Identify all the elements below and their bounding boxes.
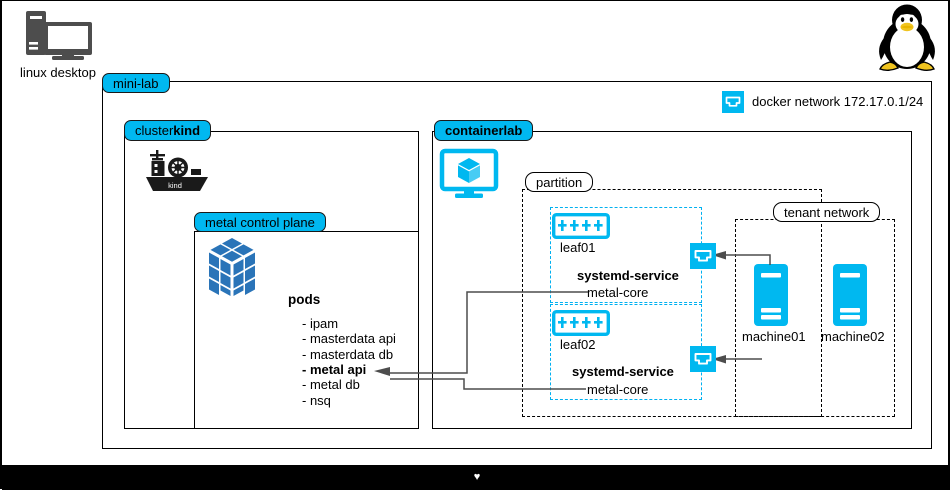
leaf01-service-name: metal-core [587, 285, 649, 300]
list-item: - ipam [302, 316, 339, 331]
machine02-label: machine02 [821, 329, 885, 344]
tux-penguin-icon [879, 4, 935, 71]
status-glyph: ♥ [473, 471, 481, 483]
desktop-computer-icon [26, 11, 92, 60]
metal-control-plane-label: metal control plane [194, 212, 326, 232]
leaf02-network-port-icon [690, 346, 716, 372]
network-port-icon [722, 91, 744, 113]
cluster-kind-label: cluster kind [124, 120, 212, 141]
cluster-kind-label-prefix: cluster [135, 123, 174, 138]
leaf02-service-title: systemd-service [572, 364, 674, 379]
list-item: - masterdata api [302, 331, 396, 347]
bottom-status-bar: ♥ [2, 465, 950, 490]
linux-desktop-group: linux desktop [16, 9, 100, 80]
linux-desktop-label: linux desktop [20, 65, 96, 80]
tenant-network-label: tenant network [773, 202, 881, 222]
tenant-network-label-text: tenant network [784, 204, 870, 220]
kubernetes-cube-icon [209, 238, 255, 296]
svg-text:kind: kind [168, 181, 182, 190]
list-item: - metal db [302, 377, 360, 393]
containerlab-box [432, 131, 912, 429]
metal-control-plane-label-text: metal control plane [205, 214, 315, 230]
list-item-metal-api: - metal api [302, 361, 367, 377]
leaf01-service-title: systemd-service [577, 268, 679, 283]
mini-lab-label: mini-lab [102, 73, 170, 93]
leaf-switch-icon [552, 310, 610, 337]
machine01-label: machine01 [742, 329, 806, 344]
partition-label: partition [525, 172, 594, 192]
leaf02-service-name: metal-core [587, 382, 649, 397]
mini-lab-box [102, 81, 932, 449]
leaf01-network-port-icon [690, 243, 716, 269]
pods-title: pods [288, 292, 321, 307]
leaf-switch-icon [552, 213, 610, 240]
server-machine-icon [833, 264, 867, 326]
leaf02-name: leaf02 [560, 337, 596, 352]
docker-network-label: docker network 172.17.0.1/24 [752, 94, 924, 110]
mini-lab-label-text: mini-lab [113, 75, 159, 91]
containerlab-label-text: containerlab [445, 123, 523, 138]
docker-network-legend: docker network 172.17.0.1/24 [722, 91, 923, 113]
leaf01-name: leaf01 [560, 240, 596, 255]
list-item: - nsq [302, 392, 331, 408]
partition-label-text: partition [536, 174, 583, 190]
server-machine-icon [754, 264, 788, 326]
pods-list: - ipam - masterdata api - masterdata db … [302, 316, 396, 408]
kind-ship-icon: kind [146, 150, 208, 191]
containerlab-label: containerlab [434, 120, 534, 141]
containerlab-monitor-cube-icon [439, 148, 499, 198]
list-item: - masterdata db [302, 346, 394, 362]
cluster-kind-label-strong: kind [173, 123, 201, 138]
